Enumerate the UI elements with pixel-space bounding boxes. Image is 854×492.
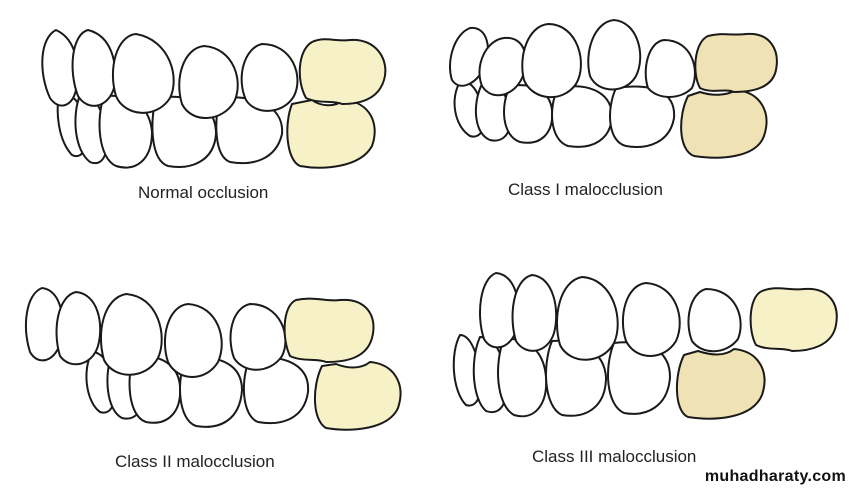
teeth-illustration-normal: [41, 29, 387, 169]
molar-upper: [298, 38, 387, 105]
watermark: muhadharaty.com: [704, 468, 846, 485]
caption-normal-occlusion: Normal occlusion: [138, 183, 269, 202]
molar-lower: [675, 348, 766, 420]
molar-lower: [286, 99, 376, 169]
teeth-illustration-class-iii: [452, 272, 838, 420]
molar-lower: [680, 89, 768, 159]
molar-upper: [694, 32, 778, 93]
panel-class-iii-malocclusion: Class III malocclusion: [430, 255, 850, 480]
molar-upper: [283, 297, 375, 363]
panel-normal-occlusion: Normal occlusion: [0, 0, 420, 210]
panel-class-i-malocclusion: Class I malocclusion: [430, 0, 850, 210]
caption-class-iii-malocclusion: Class III malocclusion: [532, 447, 697, 466]
caption-class-i-malocclusion: Class I malocclusion: [508, 180, 663, 199]
molar-lower: [313, 361, 402, 431]
molar-upper: [749, 287, 838, 352]
caption-class-ii-malocclusion: Class II malocclusion: [115, 452, 275, 471]
teeth-illustration-class-i: [449, 19, 778, 159]
panel-class-ii-malocclusion: Class II malocclusion: [0, 270, 420, 480]
teeth-illustration-class-ii: [25, 287, 402, 431]
